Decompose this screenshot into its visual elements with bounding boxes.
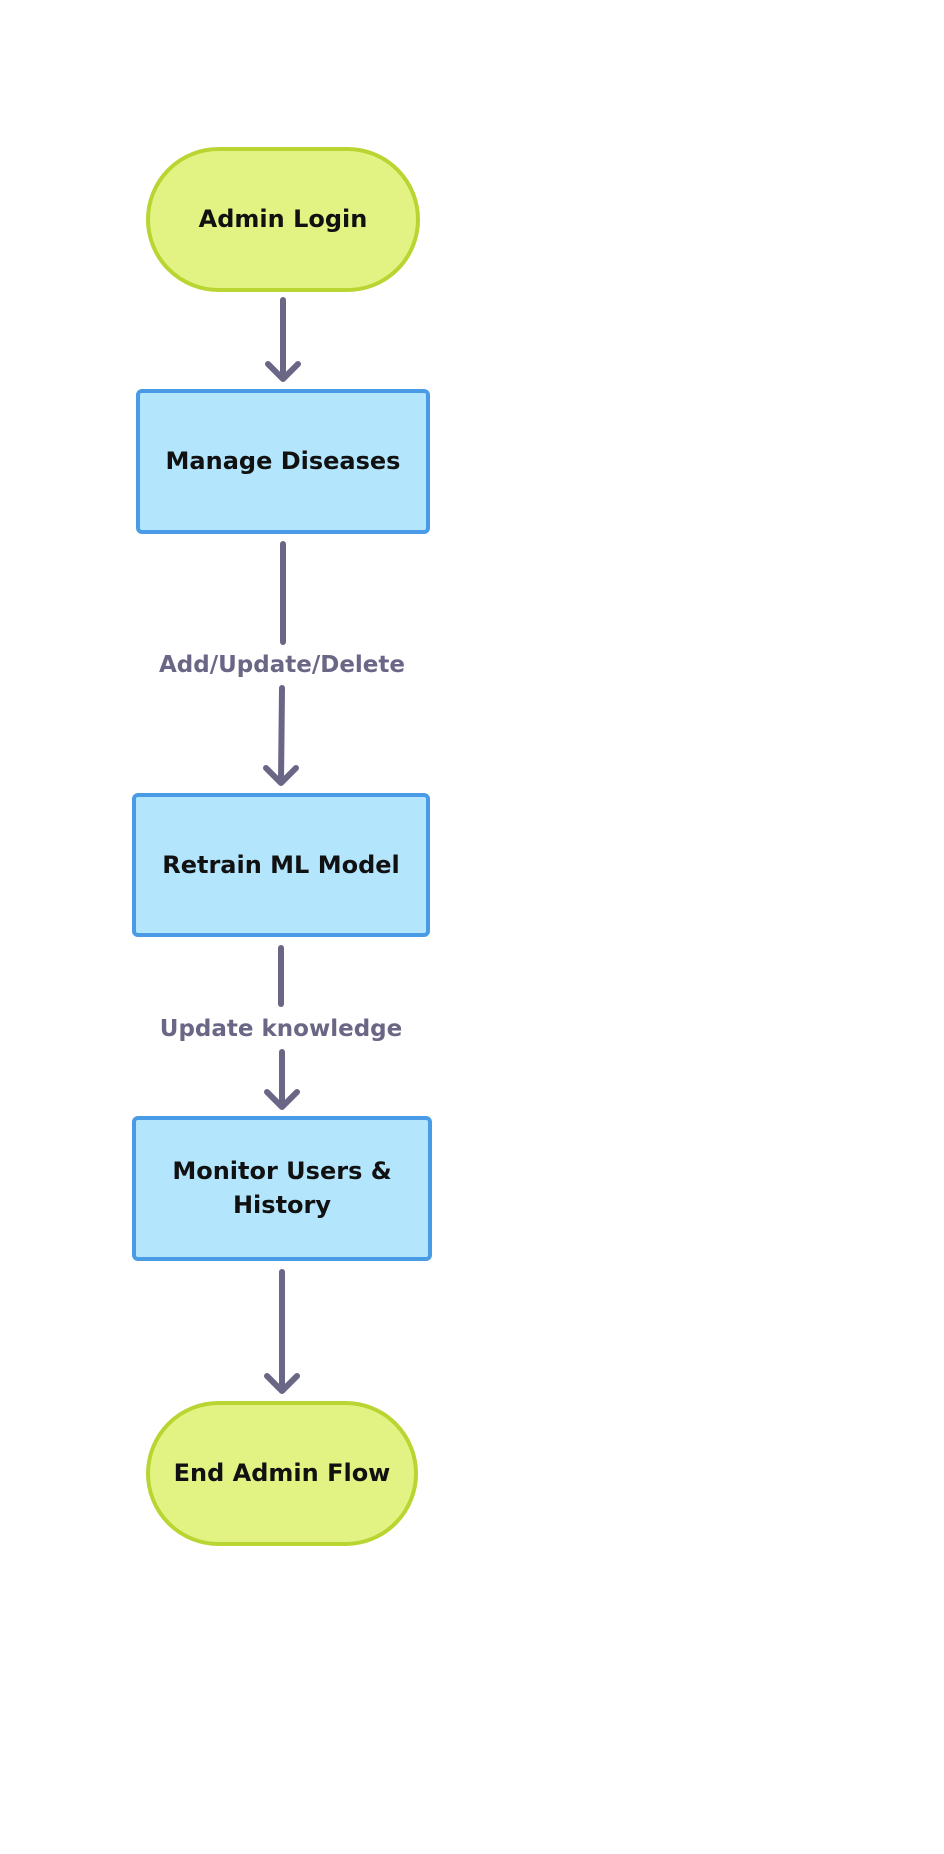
arrowhead-icon [265,361,301,382]
process-shape [132,1116,432,1261]
node-label-line: History [233,1191,331,1219]
process-shape [136,389,430,534]
edge-retrain-ml-model-to-monitor-users: Update knowledge [155,945,407,1110]
node-label: Admin Login [199,205,368,233]
edge-label-add-update-delete: Add/Update/Delete [159,652,405,678]
edge-label-background [154,650,410,680]
node-label: End Admin Flow [174,1459,391,1487]
node-label: Manage Diseases [166,447,401,475]
arrowhead-icon [264,1089,300,1110]
edge-manage-diseases-to-retrain-ml-model: Add/Update/Delete [154,541,410,786]
node-label: Retrain ML Model [162,851,400,879]
node-end-admin-flow[interactable]: End Admin Flow [146,1401,418,1546]
arrowhead-icon [264,1373,300,1394]
edge-line [278,685,285,785]
terminal-shape [146,1401,418,1546]
edge-monitor-users-to-end-admin-flow [264,1269,300,1394]
edge-admin-login-to-manage-diseases [265,297,301,382]
node-retrain-ml-model[interactable]: Retrain ML Model [132,793,430,937]
node-monitor-users-history[interactable]: Monitor Users & History [132,1116,432,1261]
arrowhead-icon [263,765,299,786]
node-admin-login[interactable]: Admin Login [146,147,420,292]
edge-label-background [155,1014,407,1044]
node-manage-diseases[interactable]: Manage Diseases [136,389,430,534]
node-label: Monitor Users & History [172,1157,391,1219]
terminal-shape [146,147,420,292]
edge-label-update-knowledge: Update knowledge [160,1016,402,1042]
node-label-line: Monitor Users & [172,1157,391,1185]
process-shape [132,793,430,937]
